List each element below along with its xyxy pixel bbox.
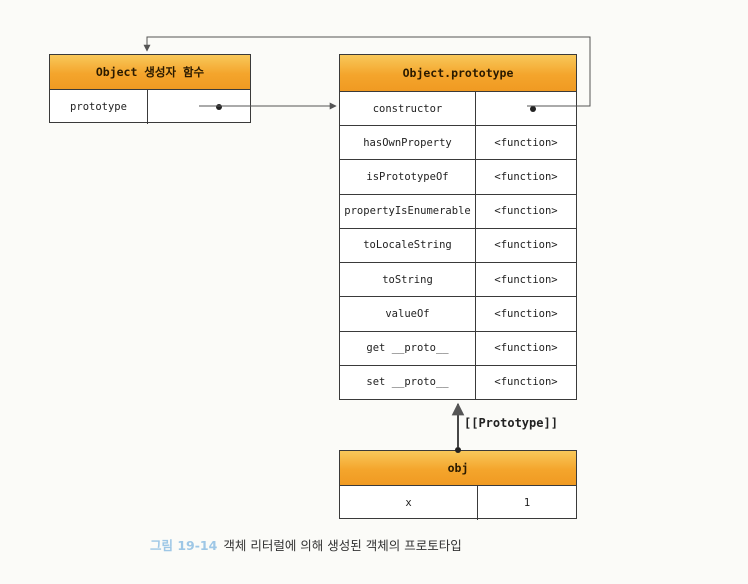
prototype-row-value: <function> [494,273,558,286]
prototype-row: get __proto__ <function> [340,331,576,366]
prototype-row-value: <function> [494,376,558,389]
prototype-row-value: <function> [494,342,558,355]
prototype-row: isPrototypeOf <function> [340,160,576,195]
constructor-pointer-dot [530,105,536,112]
prototype-link-label: [[Prototype]] [464,416,558,430]
obj-box: obj x 1 [339,450,577,520]
prototype-row-key: toLocaleString [340,228,476,263]
figure-number: 그림 19-14 [150,538,218,553]
prototype-row-value: <function> [494,136,558,149]
figure-caption-text: 객체 리터럴에 의해 생성된 객체의 프로토타입 [223,538,462,553]
obj-link-dot [455,447,461,453]
constructor-box-row: prototype [50,90,250,124]
prototype-row: valueOf <function> [340,297,576,332]
prototype-row-key: set __proto__ [340,365,476,399]
prototype-row: hasOwnProperty <function> [340,126,576,161]
prototype-box-rows: constructor hasOwnProperty <function> is… [340,92,576,399]
obj-row-value: 1 [523,497,531,509]
prototype-row-value: <function> [494,239,558,252]
prototype-row: set __proto__ <function> [340,365,576,399]
obj-box-title: obj [340,451,576,486]
prototype-box: Object.prototype constructor hasOwnPrope… [339,54,577,400]
obj-row: x 1 [340,486,576,520]
prototype-row-value: <function> [494,171,558,184]
constructor-box: Object 생성자 함수 prototype [49,54,251,124]
prototype-row-value: <function> [494,307,558,320]
constructor-box-key: prototype [50,90,148,124]
prototype-pointer-dot [216,104,222,110]
prototype-row-key: propertyIsEnumerable [340,194,476,228]
figure-caption: 그림 19-14 객체 리터럴에 의해 생성된 객체의 프로토타입 [150,535,462,554]
prototype-row-key: hasOwnProperty [340,126,476,160]
prototype-row-key: get __proto__ [340,331,476,365]
prototype-row: toString <function> [340,263,576,298]
prototype-box-title: Object.prototype [340,55,576,92]
constructor-arrow [143,36,591,107]
prototype-row: toLocaleString <function> [340,228,576,264]
prototype-row: propertyIsEnumerable <function> [340,194,576,229]
prototype-row-value [476,92,576,125]
obj-row-key: x [340,486,478,520]
prototype-row-value: <function> [494,205,558,218]
prototype-row-key: constructor [340,92,476,126]
prototype-row-key: toString [340,263,476,297]
prototype-row-key: isPrototypeOf [340,160,476,194]
constructor-box-value [148,90,250,124]
constructor-box-title: Object 생성자 함수 [50,55,250,90]
prototype-row: constructor [340,92,576,127]
prototype-row-key: valueOf [340,297,476,331]
